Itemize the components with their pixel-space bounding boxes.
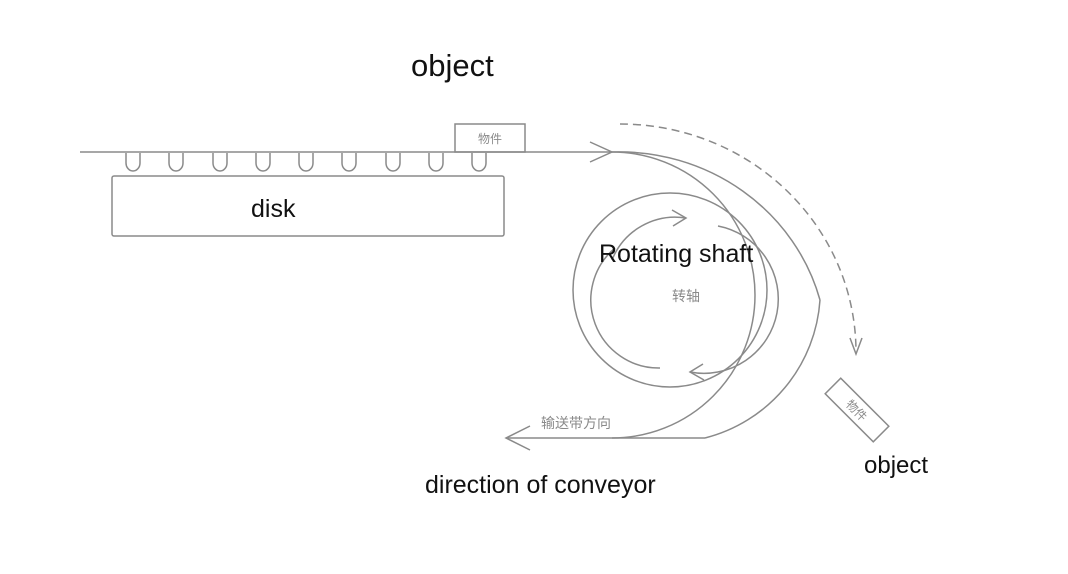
suction-cup (471, 153, 487, 172)
conveyor-belt-curve (611, 151, 756, 439)
conveyor-direction-label: direction of conveyor (425, 471, 656, 499)
object-box-top (454, 123, 526, 153)
conveyor-bottom-arrowhead (504, 425, 531, 451)
disk-label: disk (251, 195, 296, 223)
shaft-rotation-arc-right (689, 225, 779, 375)
conveyor-lower-arc (704, 299, 821, 439)
suction-cup (385, 153, 401, 172)
object-label-top: object (411, 48, 494, 83)
suction-cup (298, 153, 314, 172)
object-box-top-label: 物件 (478, 132, 502, 146)
suction-cup (125, 153, 141, 172)
shaft-rotation-arrowhead-bottom (688, 363, 705, 381)
suction-cup (168, 153, 184, 172)
object-box-bottom: 物件 (824, 377, 890, 443)
suction-cup (255, 153, 271, 172)
conveyor-direction-chinese: 输送带方向 (541, 416, 611, 432)
shaft-rotation-arc-left (590, 247, 661, 369)
suction-cups (125, 153, 487, 172)
suction-cup (212, 153, 228, 172)
object-trajectory-arrowhead (849, 337, 863, 357)
shaft-rotation-arrowhead-top (671, 209, 688, 227)
shaft-chinese-label: 转轴 (672, 289, 700, 305)
suction-cup (341, 153, 357, 172)
shaft-outer-circle (572, 192, 768, 388)
disk-box (111, 175, 505, 237)
shaft-rotation-arc-top (611, 216, 687, 261)
object-label-bottom: object (864, 452, 929, 479)
object-trajectory-dashed (619, 123, 857, 353)
object-box-bottom-label: 物件 (843, 397, 870, 424)
suction-cup (428, 153, 444, 172)
conveyor-outer-arc (611, 151, 821, 301)
rotating-shaft-label: Rotating shaft (599, 240, 754, 268)
